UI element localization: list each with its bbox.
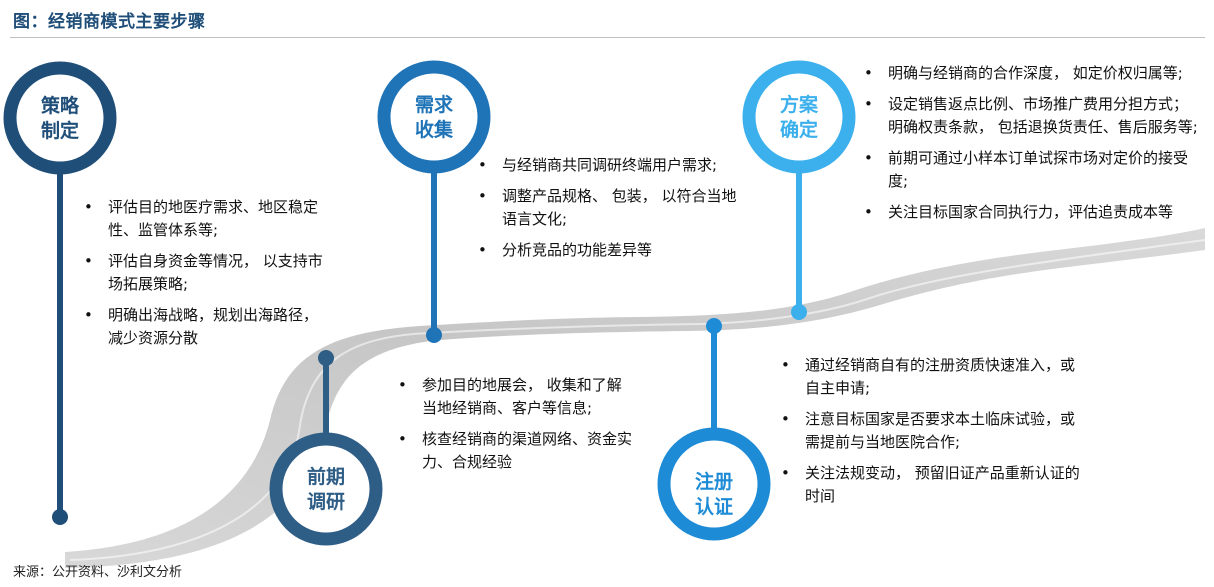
- demand-bullet-1: 与经销商共同调研终端用户需求;: [476, 154, 738, 177]
- plan-node-label: 方案 确定: [744, 93, 854, 143]
- source-note: 来源：公开资料、沙利文分析: [13, 565, 183, 580]
- plan-bullet-1: 明确与经销商的合作深度， 如定价权归属等;: [862, 62, 1202, 85]
- plan-bullets: 明确与经销商的合作深度， 如定价权归属等; 设定销售返点比例、市场推广费用分担方…: [862, 62, 1202, 232]
- demand-node-label: 需求 收集: [379, 93, 489, 143]
- demand-label-line-2: 收集: [414, 119, 453, 141]
- figure-title: 图：经销商模式主要步骤: [13, 12, 206, 32]
- plan-ring: [742, 60, 856, 174]
- demand-label-line-1: 需求: [414, 94, 453, 116]
- research-label-line-1: 前期: [306, 466, 345, 488]
- demand-ring: [377, 60, 491, 174]
- registration-bullet-1: 通过经销商自有的注册资质快速准入，或自主申请;: [779, 354, 1084, 400]
- research-bullets: 参加目的地展会， 收集和了解当地经销商、客户等信息; 核查经销商的渠道网络、资金…: [396, 374, 636, 482]
- strategy-bullet-2: 评估自身资金等情况， 以支持市场拓展策略;: [82, 250, 327, 296]
- research-anchor-dot: [318, 350, 334, 366]
- strategy-bullet-3: 明确出海战略，规划出海路径，减少资源分散: [82, 304, 327, 350]
- strategy-node-label: 策略 制定: [5, 94, 115, 144]
- registration-bullets: 通过经销商自有的注册资质快速准入，或自主申请; 注意目标国家是否要求本土临床试验…: [779, 354, 1084, 516]
- plan-anchor-dot: [791, 304, 807, 320]
- strategy-label-line-2: 制定: [40, 120, 79, 142]
- plan-bullet-2: 设定销售返点比例、市场推广费用分担方式； 明确权责条款， 包括退换货责任、售后服…: [862, 93, 1202, 139]
- research-ring: [269, 432, 383, 546]
- registration-ring: [657, 427, 771, 541]
- plan-bullet-3: 前期可通过小样本订单试探市场对定价的接受度;: [862, 147, 1202, 193]
- winding-road: [65, 228, 1205, 568]
- research-node-label: 前期 调研: [271, 465, 381, 515]
- strategy-bullets: 评估目的地医疗需求、地区稳定性、监管体系等; 评估自身资金等情况， 以支持市场拓…: [82, 196, 327, 358]
- strategy-ring: [3, 61, 117, 175]
- research-bullet-1: 参加目的地展会， 收集和了解当地经销商、客户等信息;: [396, 374, 636, 420]
- title-divider: [10, 37, 1205, 38]
- registration-label-line-1: 注册: [694, 471, 733, 493]
- registration-anchor-dot: [706, 318, 722, 334]
- strategy-label-line-1: 策略: [40, 95, 79, 117]
- strategy-anchor-dot: [52, 509, 68, 525]
- plan-label-line-2: 确定: [779, 119, 818, 141]
- demand-bullets: 与经销商共同调研终端用户需求; 调整产品规格、 包装， 以符合当地语言文化; 分…: [476, 154, 738, 270]
- research-label-line-2: 调研: [306, 491, 345, 513]
- research-bullet-2: 核查经销商的渠道网络、资金实力、合规经验: [396, 428, 636, 474]
- demand-bullet-3: 分析竞品的功能差异等: [476, 239, 738, 262]
- strategy-bullet-1: 评估目的地医疗需求、地区稳定性、监管体系等;: [82, 196, 327, 242]
- plan-label-line-1: 方案: [779, 94, 818, 116]
- registration-node-label: 注册 认证: [659, 470, 769, 520]
- registration-label-line-2: 认证: [694, 496, 733, 518]
- demand-anchor-dot: [426, 327, 442, 343]
- demand-bullet-2: 调整产品规格、 包装， 以符合当地语言文化;: [476, 185, 738, 231]
- registration-bullet-3: 关注法规变动， 预留旧证产品重新认证的时间: [779, 462, 1084, 508]
- registration-bullet-2: 注意目标国家是否要求本土临床试验，或需提前与当地医院合作;: [779, 408, 1084, 454]
- plan-bullet-4: 关注目标国家合同执行力，评估追责成本等: [862, 201, 1202, 224]
